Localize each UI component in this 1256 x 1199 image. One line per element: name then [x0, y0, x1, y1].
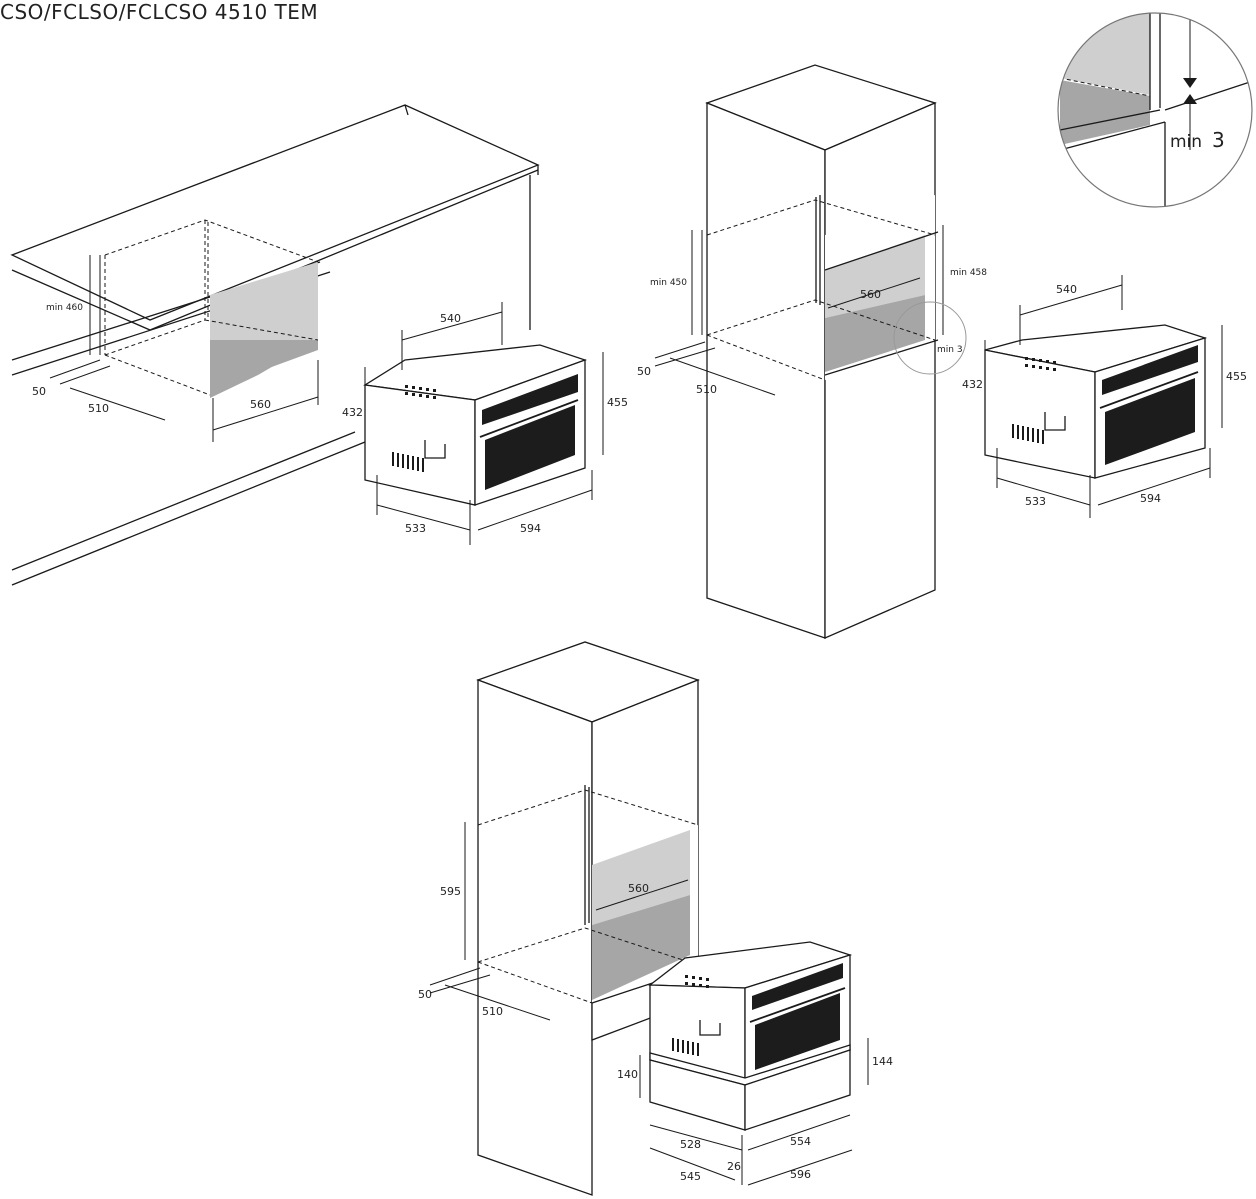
oven-bottom [648, 941, 853, 1086]
warming-drawer [649, 1044, 851, 1131]
bottom-cavity-depth: 510 [482, 1005, 503, 1018]
left-cavity-width: 560 [250, 398, 271, 411]
min-value: 3 [1212, 128, 1225, 152]
right-cavity-depth: 510 [696, 383, 717, 396]
left-oven-front-height: 455 [607, 396, 628, 409]
bottom-cabinet-height: 595 [440, 885, 461, 898]
right-cavity-width: 560 [860, 288, 881, 301]
right-front-offset: 50 [637, 365, 651, 378]
right-opening-height: min 458 [950, 268, 987, 278]
column-installation: min 450 50 510 min 458 560 min 3 [637, 64, 1247, 639]
bottom-total-depth: 545 [680, 1170, 701, 1183]
model-title: CSO/FCLSO/FCLCSO 4510 TEM [0, 0, 319, 24]
right-oven-top-depth: 540 [1056, 283, 1077, 296]
undercounter-installation: min 460 50 510 560 [10, 104, 628, 586]
right-cabinet-height: min 450 [650, 278, 687, 288]
left-cavity-depth: 510 [88, 402, 109, 415]
bottom-front-thickness: 26 [727, 1160, 741, 1173]
left-oven-depth: 533 [405, 522, 426, 535]
left-cabinet-height: min 460 [46, 303, 83, 313]
bottom-drawer-front-height: 144 [872, 1055, 893, 1068]
column-drawer-installation: 595 560 50 510 [418, 641, 893, 1196]
bottom-drawer-depth: 528 [680, 1138, 701, 1151]
right-oven-width: 594 [1140, 492, 1161, 505]
min-label: min [1170, 132, 1202, 152]
right-oven-front-height: 455 [1226, 370, 1247, 383]
oven-right [984, 324, 1208, 479]
right-oven-body-height: 432 [962, 378, 983, 391]
left-front-offset: 50 [32, 385, 46, 398]
right-oven-depth: 533 [1025, 495, 1046, 508]
bottom-drawer-width: 554 [790, 1135, 811, 1148]
left-oven-body-height: 432 [342, 406, 363, 419]
bottom-drawer-height: 140 [617, 1068, 638, 1081]
left-oven-top-depth: 540 [440, 312, 461, 325]
right-gap: min 3 [937, 345, 963, 355]
bottom-total-width: 596 [790, 1168, 811, 1181]
oven-left [363, 344, 587, 506]
left-oven-width: 594 [520, 522, 541, 535]
gap-detail-callout: min 3 [1057, 12, 1253, 208]
bottom-front-offset: 50 [418, 988, 432, 1001]
bottom-cavity-width: 560 [628, 882, 649, 895]
